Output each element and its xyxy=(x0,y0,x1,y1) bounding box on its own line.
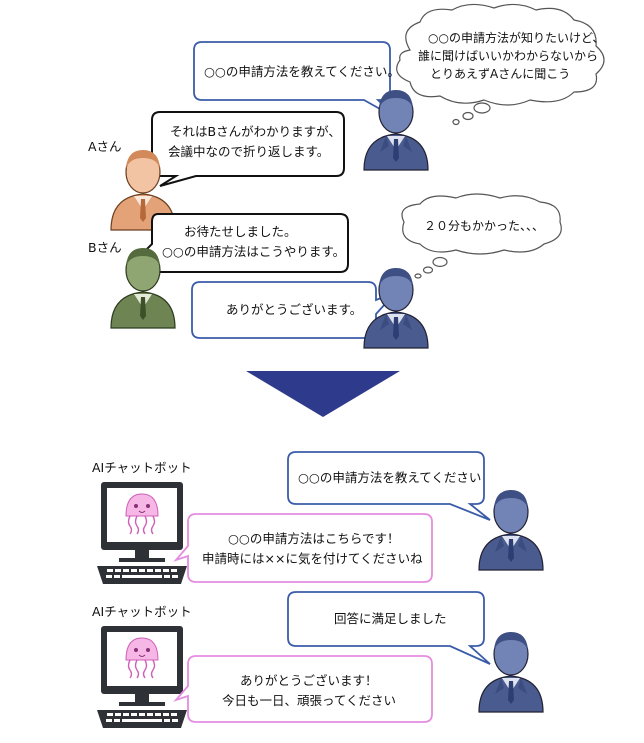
a-reply-line-2: 会議中なので折り返します。 xyxy=(168,144,329,159)
bot-reply-1-line-2: 申請時には××に気を付けてくださいね xyxy=(202,551,423,566)
b-label: Bさん xyxy=(88,240,122,255)
user-feedback-text: 回答に満足しました xyxy=(334,611,447,626)
b-reply-bubble: お待たせしました。 ○○の申請方法はこうやります。 xyxy=(134,213,349,273)
question-bubble: ○○の申請方法を教えてください。 xyxy=(193,41,400,119)
b-reply-line-2: ○○の申請方法はこうやります。 xyxy=(162,244,345,259)
computer-1-icon xyxy=(96,481,188,585)
thought-2-text: ２０分もかかった、、、 xyxy=(424,219,544,233)
bot-reply-2-line-2: 今日も一日、頑張ってください xyxy=(222,693,396,708)
user-feedback-bubble: 回答に満足しました xyxy=(287,591,491,665)
down-arrow xyxy=(246,371,400,417)
thought-1-line-2: 誰に聞けばいいかわからないから xyxy=(418,48,598,63)
thought-1-line-3: とりあえずAさんに聞こう xyxy=(430,67,570,81)
thought-cloud-2: ２０分もかかった、、、 xyxy=(401,193,562,279)
thought-1-line-1: ○○の申請方法が知りたいけど、 xyxy=(428,30,604,45)
thought-cloud-1: ○○の申請方法が知りたいけど、 誰に聞けばいいかわからないから とりあえずAさん… xyxy=(396,3,605,126)
user-figure-4 xyxy=(478,631,544,713)
question-text: ○○の申請方法を教えてください。 xyxy=(204,64,400,79)
bot-reply-bubble-1: ○○の申請方法はこちらです！ 申請時には××に気を付けてくださいね xyxy=(173,513,433,583)
user-figure-3 xyxy=(478,489,544,571)
bot-2-label: AIチャットボット xyxy=(92,604,192,619)
bot-1-label: AIチャットボット xyxy=(92,460,192,475)
bot-reply-2-line-1: ありがとうございます！ xyxy=(240,673,378,688)
a-label: Aさん xyxy=(88,139,122,154)
a-reply-bubble: それはBさんがわかりますが、 会議中なので折り返します。 xyxy=(151,111,345,187)
a-reply-line-1: それはBさんがわかりますが、 xyxy=(170,124,341,139)
computer-2-icon xyxy=(96,625,188,729)
b-reply-line-1: お待たせしました。 xyxy=(184,224,297,239)
bot-reply-bubble-2: ありがとうございます！ 今日も一日、頑張ってください xyxy=(173,655,433,723)
thanks-text: ありがとうございます。 xyxy=(226,302,362,317)
thanks-bubble: ありがとうございます。 xyxy=(191,281,397,339)
user-question-bubble: ○○の申請方法を教えてください xyxy=(287,451,491,521)
bot-reply-1-line-1: ○○の申請方法はこちらです！ xyxy=(228,531,399,546)
user-question-text: ○○の申請方法を教えてください xyxy=(298,470,481,485)
